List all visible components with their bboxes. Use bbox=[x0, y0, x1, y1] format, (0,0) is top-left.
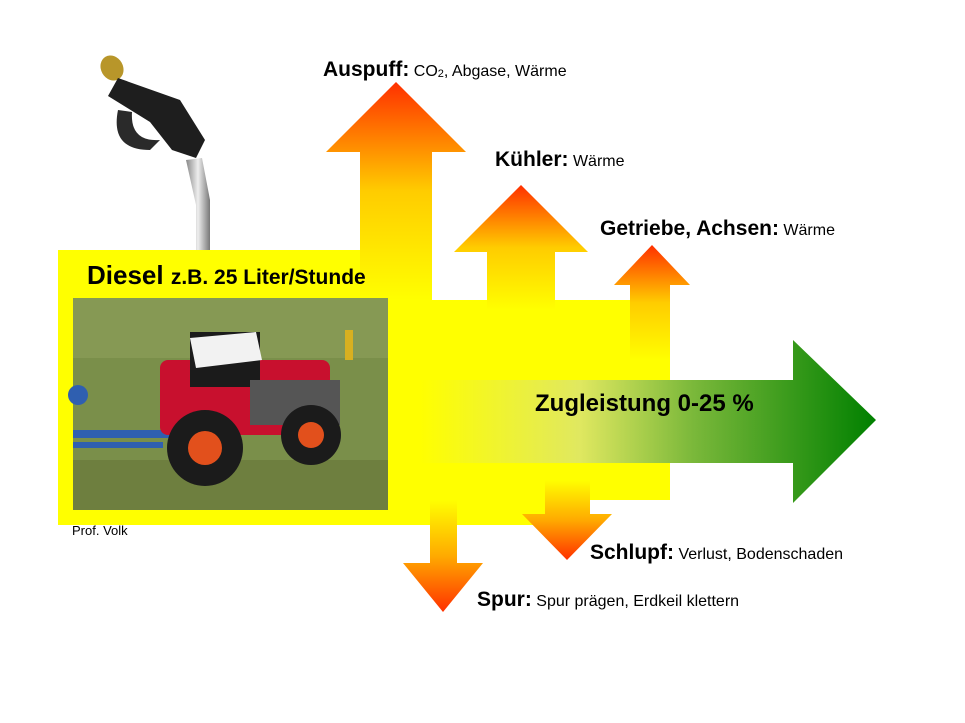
zugleistung-arrow bbox=[420, 340, 876, 503]
getriebe-name: Getriebe, Achsen: bbox=[600, 217, 779, 240]
schlupf-detail: Verlust, Bodenschaden bbox=[678, 546, 844, 563]
zugleistung-label: Zugleistung 0-25 % bbox=[535, 390, 754, 417]
diesel-detail: z.B. 25 Liter/Stunde bbox=[170, 266, 366, 289]
auspuff-label: Auspuff: CO2, Abgase, Wärme bbox=[323, 58, 567, 82]
getriebe-label: Getriebe, Achsen: Wärme bbox=[600, 217, 835, 241]
kuehler-arrow bbox=[454, 185, 588, 310]
schlupf-label: Schlupf: Verlust, Bodenschaden bbox=[590, 541, 843, 565]
spur-name: Spur: bbox=[477, 588, 532, 611]
auspuff-name: Auspuff: bbox=[323, 58, 410, 81]
kuehler-label: Kühler: Wärme bbox=[495, 148, 625, 172]
auspuff-arrow bbox=[326, 82, 466, 300]
schlupf-name: Schlupf: bbox=[590, 541, 674, 564]
kuehler-name: Kühler: bbox=[495, 148, 569, 171]
spur-arrow bbox=[403, 500, 483, 612]
getriebe-arrow bbox=[614, 245, 690, 360]
spur-detail: Spur prägen, Erdkeil klettern bbox=[536, 593, 740, 610]
getriebe-detail: Wärme bbox=[783, 222, 835, 239]
schlupf-arrow bbox=[522, 480, 612, 560]
photo-credit: Prof. Volk bbox=[72, 523, 128, 538]
kuehler-detail: Wärme bbox=[572, 153, 625, 170]
diesel-title: Diesel bbox=[87, 260, 164, 290]
diesel-label: Diesel z.B. 25 Liter/Stunde bbox=[87, 260, 366, 291]
auspuff-detail: CO2, Abgase, Wärme bbox=[413, 63, 567, 80]
tractor-photo bbox=[68, 298, 388, 510]
fuel-nozzle-icon bbox=[100, 55, 210, 250]
spur-label: Spur: Spur prägen, Erdkeil klettern bbox=[477, 588, 739, 612]
